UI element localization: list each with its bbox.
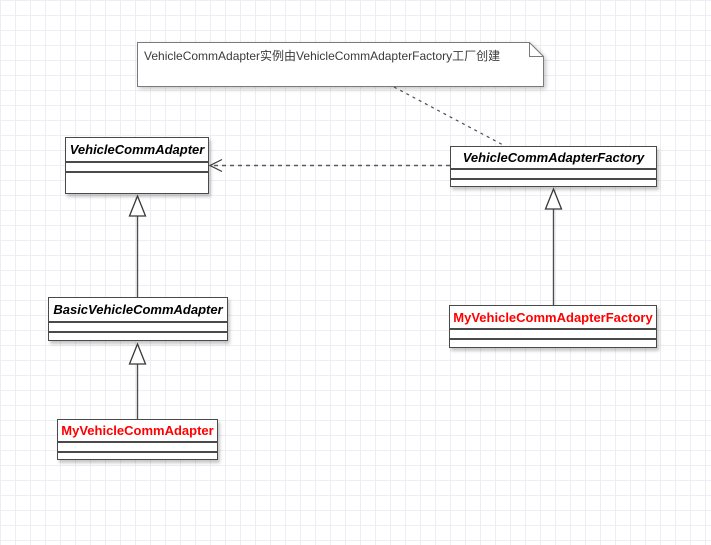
note-outline-icon <box>137 42 544 87</box>
class-vehiclecommadapterfactory[interactable]: VehicleCommAdapterFactory <box>450 146 657 187</box>
attributes-compartment <box>450 330 656 340</box>
attributes-compartment <box>58 443 217 453</box>
class-title: VehicleCommAdapter <box>66 138 208 163</box>
methods-compartment <box>450 340 656 347</box>
note-text: VehicleCommAdapter实例由VehicleCommAdapterF… <box>144 49 501 63</box>
class-myvehiclecommadapter[interactable]: MyVehicleCommAdapter <box>57 419 218 460</box>
attributes-compartment <box>66 163 208 173</box>
class-basicvehiclecommadapter[interactable]: BasicVehicleCommAdapter <box>48 297 228 341</box>
attributes-compartment <box>49 323 227 333</box>
generalization-basic-to-adapter[interactable] <box>128 194 147 297</box>
methods-compartment <box>49 333 227 340</box>
class-title: MyVehicleCommAdapter <box>58 420 217 443</box>
methods-compartment <box>66 173 208 193</box>
methods-compartment <box>58 453 217 459</box>
generalization-my-to-basic[interactable] <box>128 342 147 419</box>
attributes-compartment <box>451 170 656 180</box>
note-attachment-link[interactable] <box>393 86 506 147</box>
generalization-myfactory-to-factory[interactable] <box>544 187 563 305</box>
class-title: MyVehicleCommAdapterFactory <box>450 306 656 330</box>
methods-compartment <box>451 180 656 186</box>
note-shape[interactable]: VehicleCommAdapter实例由VehicleCommAdapterF… <box>137 42 544 87</box>
dependency-factory-to-adapter[interactable] <box>208 158 450 173</box>
class-title: VehicleCommAdapterFactory <box>451 147 656 170</box>
class-title: BasicVehicleCommAdapter <box>49 298 227 323</box>
class-myvehiclecommadapterfactory[interactable]: MyVehicleCommAdapterFactory <box>449 305 657 348</box>
class-vehiclecommadapter[interactable]: VehicleCommAdapter <box>65 137 209 194</box>
